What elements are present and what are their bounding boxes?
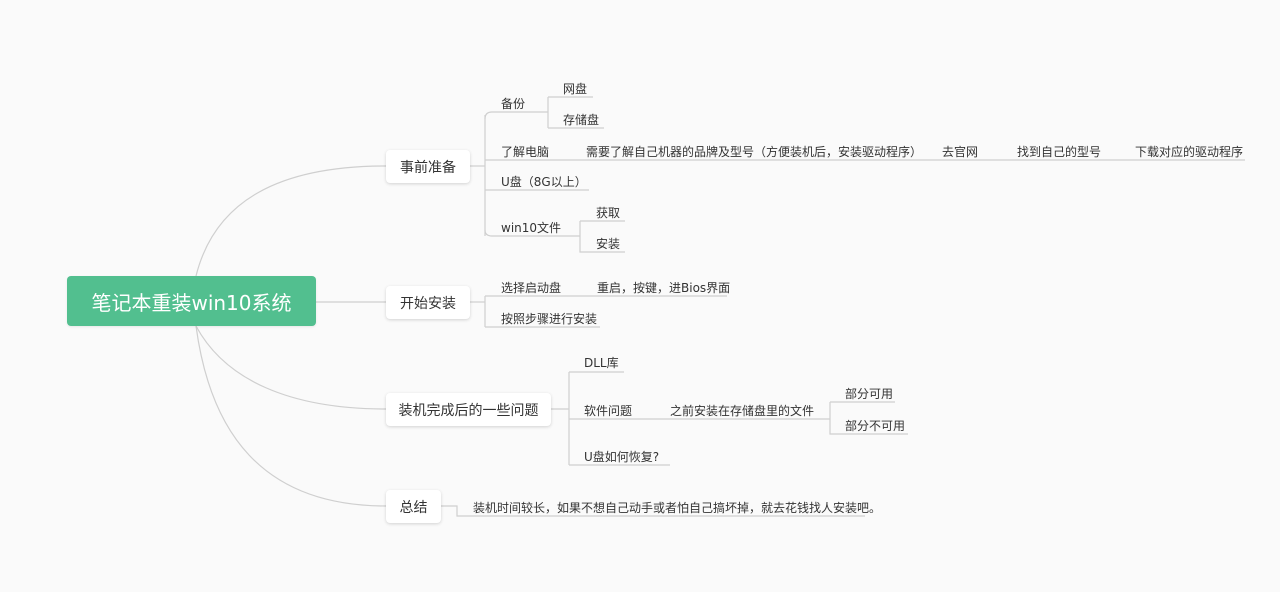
node-know-computer[interactable]: 了解电脑	[501, 145, 550, 159]
node-reboot-bios[interactable]: 重启，按键，进Bios界面	[597, 281, 731, 295]
node-partially-unusable[interactable]: 部分不可用	[845, 419, 906, 433]
topic-preparation[interactable]: 事前准备	[386, 150, 470, 183]
node-cloud-drive[interactable]: 网盘	[563, 82, 588, 96]
topic-start-install[interactable]: 开始安装	[386, 286, 470, 319]
node-dll-library[interactable]: DLL库	[584, 356, 619, 370]
root-topic[interactable]: 笔记本重装win10系统	[67, 276, 316, 326]
topic-post-install-issues[interactable]: 装机完成后的一些问题	[386, 393, 551, 426]
node-summary-text[interactable]: 装机时间较长，如果不想自己动手或者怕自己搞坏掉，就去花钱找人安装吧。	[473, 501, 882, 515]
node-follow-steps[interactable]: 按照步骤进行安装	[501, 312, 598, 326]
node-official-site[interactable]: 去官网	[942, 145, 979, 159]
node-files-on-storage[interactable]: 之前安装在存储盘里的文件	[670, 404, 815, 418]
topic-summary[interactable]: 总结	[386, 490, 441, 523]
node-find-model[interactable]: 找到自己的型号	[1017, 145, 1102, 159]
node-download-drivers[interactable]: 下载对应的驱动程序	[1135, 145, 1244, 159]
node-know-brand-model[interactable]: 需要了解自己机器的品牌及型号（方便装机后，安装驱动程序）	[586, 145, 923, 159]
node-usb-drive[interactable]: U盘（8G以上）	[501, 175, 587, 189]
node-install[interactable]: 安装	[596, 237, 621, 251]
node-partially-usable[interactable]: 部分可用	[845, 387, 894, 401]
node-win10-files[interactable]: win10文件	[501, 221, 562, 235]
node-usb-recover[interactable]: U盘如何恢复?	[584, 450, 660, 464]
node-backup[interactable]: 备份	[501, 97, 526, 111]
node-software-issues[interactable]: 软件问题	[584, 404, 633, 418]
node-select-boot-disk[interactable]: 选择启动盘	[501, 281, 562, 295]
node-obtain[interactable]: 获取	[596, 206, 621, 220]
node-storage-disk[interactable]: 存储盘	[563, 113, 600, 127]
